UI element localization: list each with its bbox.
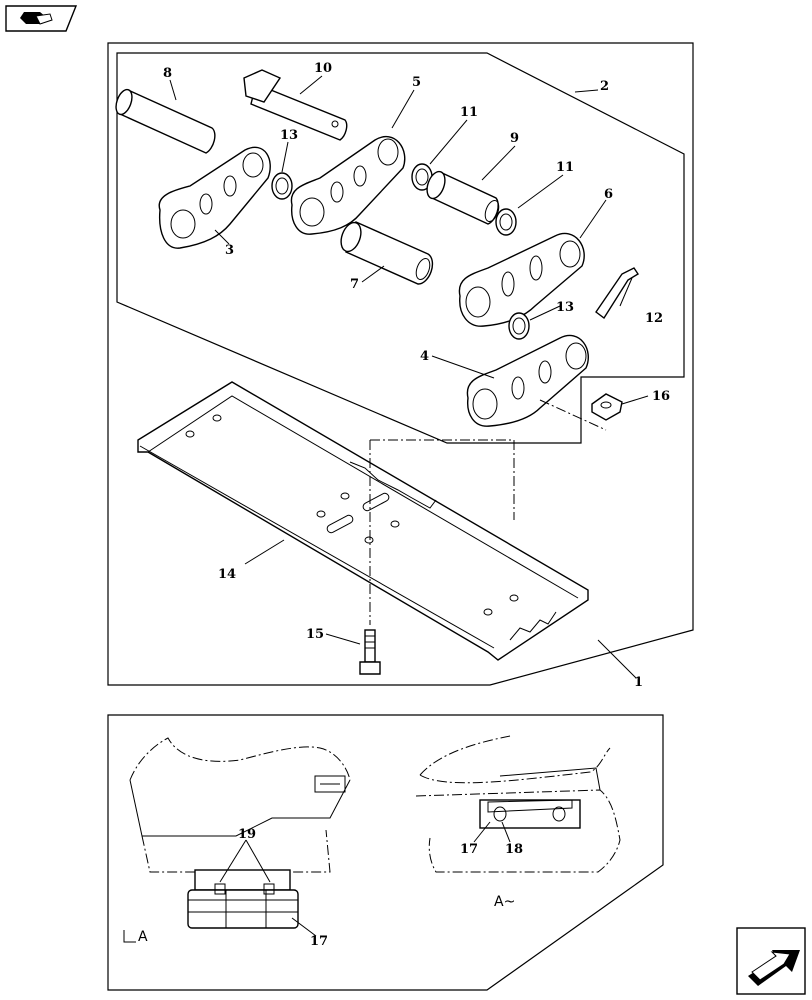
pin-10 <box>243 69 348 141</box>
callout-8: 8 <box>163 66 172 81</box>
pin-12 <box>595 267 639 320</box>
callout-9: 9 <box>510 131 519 146</box>
callout-17b: 17 <box>460 842 478 857</box>
view-a-caption: A~ <box>494 894 515 910</box>
callout-13a: 13 <box>280 128 298 143</box>
callout-7: 7 <box>350 277 359 292</box>
link-6 <box>458 232 585 327</box>
callout-6: 6 <box>604 187 613 202</box>
nut-16 <box>591 393 623 421</box>
callout-13b: 13 <box>556 300 574 315</box>
link-5 <box>290 135 406 235</box>
main-frame <box>107 42 694 686</box>
callout-10: 10 <box>314 61 332 76</box>
washer-11a <box>411 163 433 191</box>
detail-frame <box>107 714 664 991</box>
washer-13b <box>508 312 530 340</box>
callout-2: 2 <box>600 79 609 94</box>
washer-11b <box>495 208 517 236</box>
washer-13a <box>271 172 293 200</box>
view-a-mark: A <box>138 929 148 945</box>
subassembly-frame <box>116 52 685 444</box>
next-page-arrow-icon[interactable] <box>736 927 806 995</box>
link-4 <box>466 334 589 427</box>
leader-lines <box>169 75 649 679</box>
bolt-15 <box>359 629 381 675</box>
catalog-book-icon[interactable] <box>5 5 78 32</box>
track-shoe-14 <box>137 381 589 661</box>
bushing-9 <box>426 170 500 225</box>
callout-15: 15 <box>306 627 324 642</box>
centerline-nut <box>539 399 607 431</box>
callout-11a: 11 <box>460 105 478 120</box>
callout-12: 12 <box>645 311 663 326</box>
bushing-7 <box>340 221 434 285</box>
callout-14: 14 <box>218 567 236 582</box>
callout-1: 1 <box>634 675 643 690</box>
detail-left-view <box>123 737 351 943</box>
pin-8 <box>115 88 216 154</box>
callout-3: 3 <box>225 243 234 258</box>
callout-18: 18 <box>505 842 523 857</box>
detail-right-view <box>415 735 621 873</box>
centerline-link4 <box>370 439 515 520</box>
callout-11b: 11 <box>556 160 574 175</box>
callout-19: 19 <box>238 827 256 842</box>
callout-16: 16 <box>652 389 670 404</box>
callout-4: 4 <box>420 349 429 364</box>
link-3 <box>158 146 271 249</box>
callout-5: 5 <box>412 75 421 90</box>
callout-17a: 17 <box>310 934 328 949</box>
